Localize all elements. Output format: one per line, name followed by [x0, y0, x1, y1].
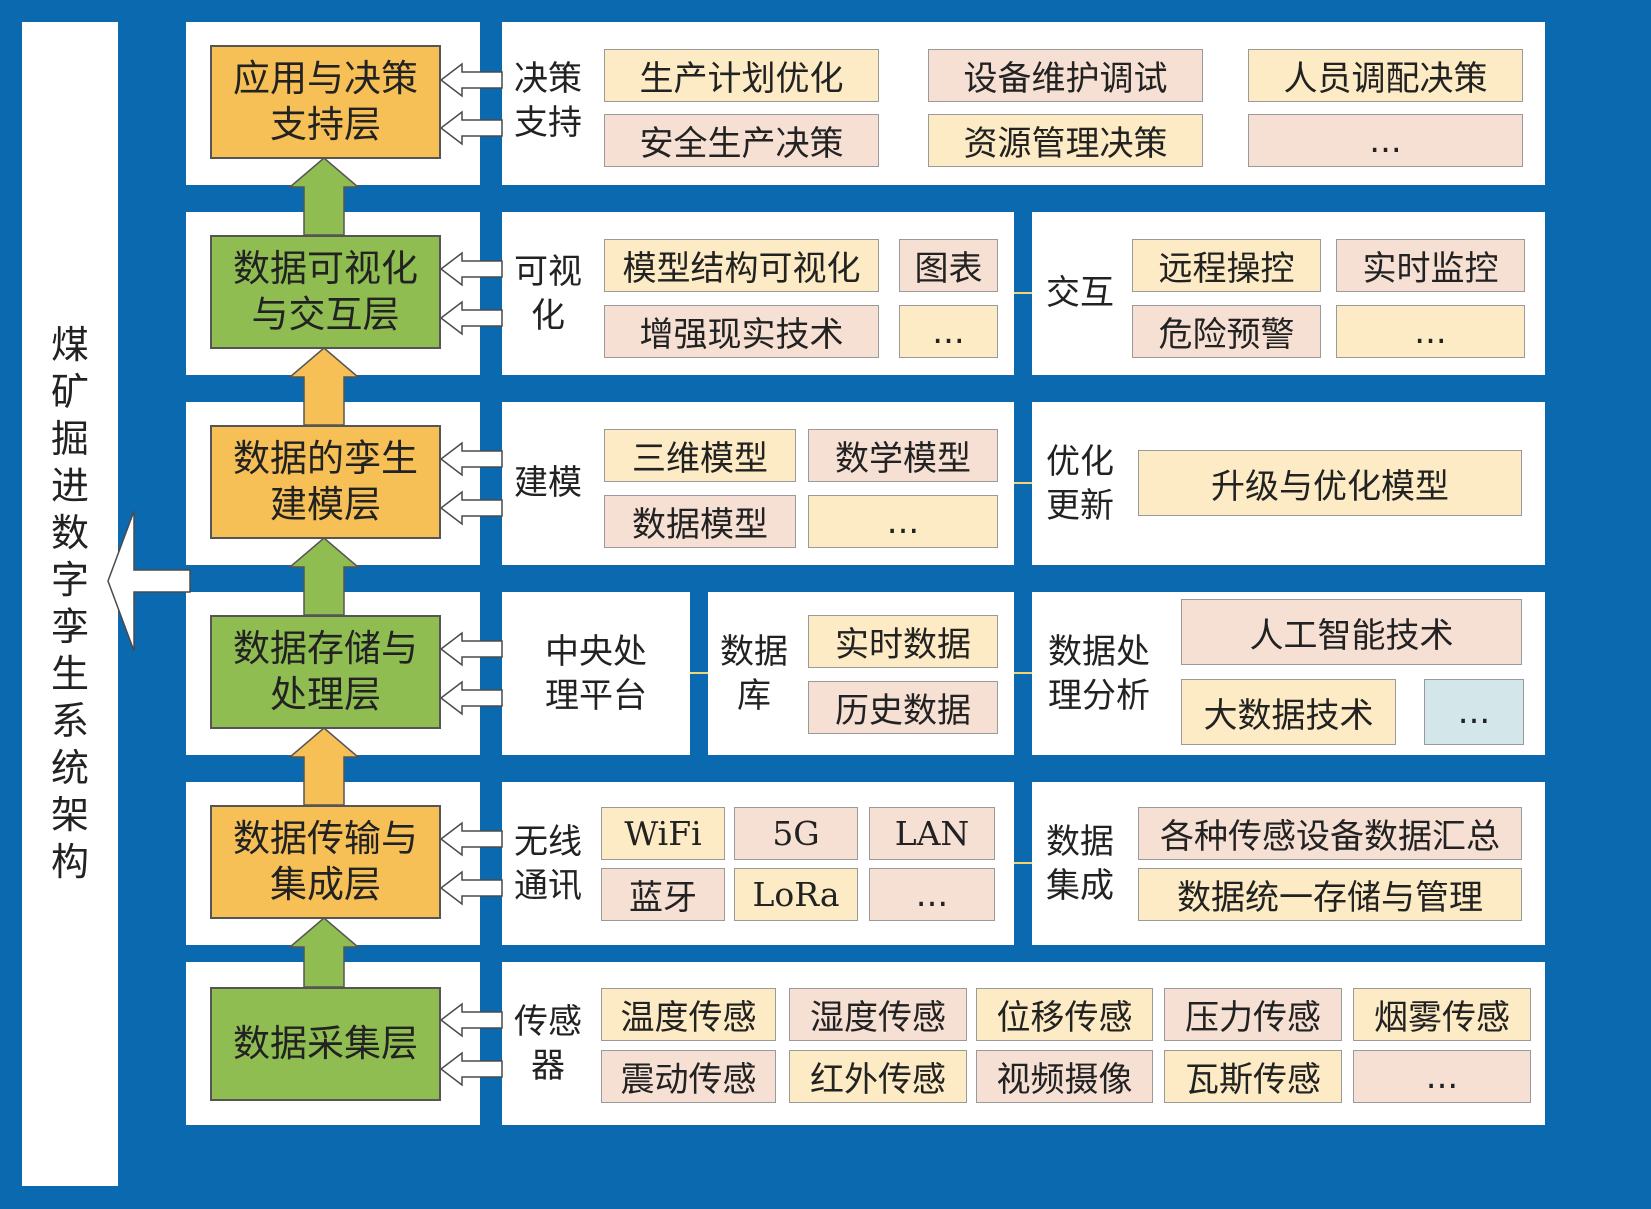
group-label-decision-support: 决策支持 [514, 59, 582, 143]
layer-application-decision: 应用与决策支持层 [210, 45, 441, 159]
item-remote-control: 远程操控 [1132, 239, 1321, 292]
item-data-model: 数据模型 [604, 495, 796, 548]
item-displacement-sensor: 位移传感 [976, 988, 1153, 1041]
item-gas-sensor: 瓦斯传感 [1164, 1050, 1342, 1103]
item-video-camera: 视频摄像 [976, 1050, 1153, 1103]
item-3d-model: 三维模型 [604, 429, 796, 482]
item-more: ... [1424, 679, 1524, 745]
group-label-data-processing: 数据处理分析 [1048, 632, 1150, 716]
layer-visualization-interaction: 数据可视化与交互层 [210, 235, 441, 349]
item-model-structure-vis: 模型结构可视化 [604, 239, 879, 292]
item-staffing-decision: 人员调配决策 [1248, 49, 1523, 102]
group-label-visualization: 可视化 [514, 252, 582, 336]
item-pressure-sensor: 压力传感 [1164, 988, 1342, 1041]
layer-transmission-integration: 数据传输与集成层 [210, 805, 441, 919]
system-title: 煤矿掘进数字孪生系统架构 [50, 323, 89, 884]
content-panel-central-platform [502, 592, 690, 755]
item-more: ... [869, 868, 995, 921]
item-infrared-sensor: 红外传感 [789, 1050, 967, 1103]
item-more: ... [808, 495, 998, 548]
group-label-modeling: 建模 [514, 463, 582, 503]
item-humidity-sensor: 湿度传感 [789, 988, 967, 1041]
item-realtime-monitor: 实时监控 [1336, 239, 1525, 292]
layer-storage-processing: 数据存储与处理层 [210, 615, 441, 729]
item-math-model: 数学模型 [808, 429, 998, 482]
group-label-optimization-update: 优化更新 [1046, 442, 1114, 526]
item-production-plan: 生产计划优化 [604, 49, 879, 102]
item-sensor-data-aggregation: 各种传感设备数据汇总 [1138, 807, 1522, 860]
item-5g: 5G [734, 807, 858, 860]
item-realtime-data: 实时数据 [808, 615, 998, 668]
item-augmented-reality: 增强现实技术 [604, 305, 879, 358]
item-more: ... [1248, 114, 1523, 167]
item-more: ... [899, 305, 998, 358]
item-lora: LoRa [734, 868, 858, 921]
item-hazard-warning: 危险预警 [1132, 305, 1321, 358]
item-lan: LAN [869, 807, 995, 860]
item-resource-decision: 资源管理决策 [928, 114, 1203, 167]
system-title-column: 煤矿掘进数字孪生系统架构 [22, 22, 118, 1186]
item-wifi: WiFi [601, 807, 725, 860]
big-left-arrow [107, 510, 191, 652]
item-more: ... [1353, 1050, 1531, 1103]
group-label-database: 数据库 [720, 632, 788, 716]
item-charts: 图表 [899, 239, 998, 292]
item-history-data: 历史数据 [808, 681, 998, 734]
item-bluetooth: 蓝牙 [601, 868, 725, 921]
group-label-interaction: 交互 [1046, 273, 1114, 313]
layer-data-collection: 数据采集层 [210, 987, 441, 1101]
item-upgrade-optimize-model: 升级与优化模型 [1138, 450, 1522, 516]
item-smoke-sensor: 烟雾传感 [1353, 988, 1531, 1041]
group-label-sensors: 传感器 [514, 1002, 582, 1086]
item-temperature-sensor: 温度传感 [601, 988, 776, 1041]
item-safety-decision: 安全生产决策 [604, 114, 879, 167]
item-big-data-tech: 大数据技术 [1181, 679, 1396, 745]
layer-twin-modeling: 数据的孪生建模层 [210, 425, 441, 539]
group-label-data-integration: 数据集成 [1046, 822, 1114, 906]
item-ai-tech: 人工智能技术 [1181, 599, 1522, 665]
item-more: ... [1336, 305, 1525, 358]
item-vibration-sensor: 震动传感 [601, 1050, 776, 1103]
item-equipment-maintenance: 设备维护调试 [928, 49, 1203, 102]
item-unified-storage: 数据统一存储与管理 [1138, 868, 1522, 921]
link-lines [690, 292, 1032, 864]
group-label-central-platform: 中央处理平台 [545, 632, 647, 716]
group-label-wireless: 无线通讯 [514, 822, 582, 906]
